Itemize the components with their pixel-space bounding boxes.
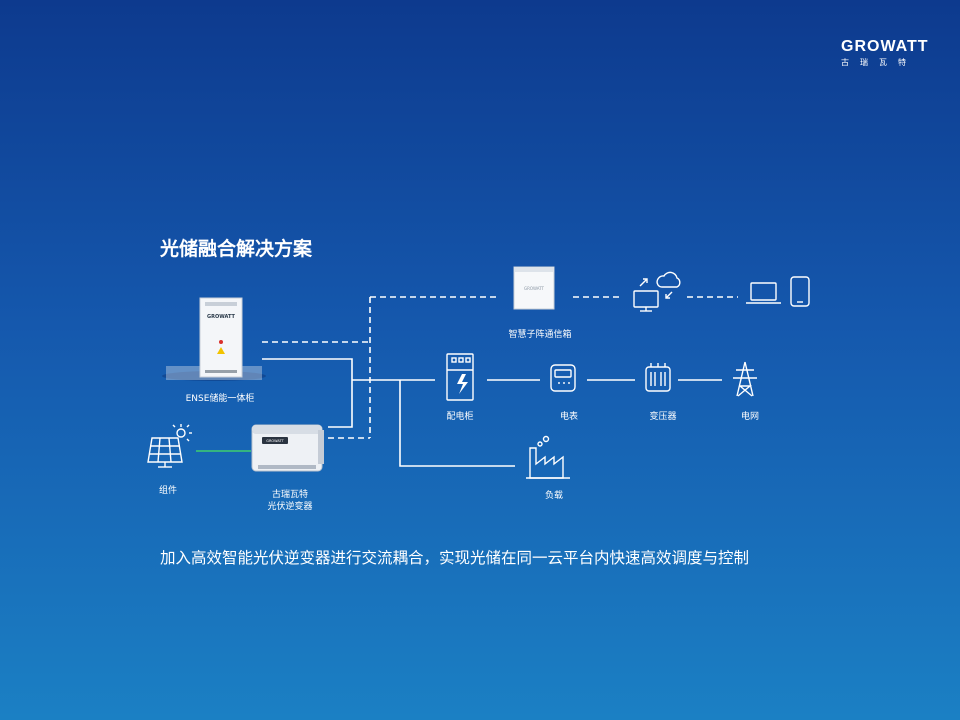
transformer-icon (645, 363, 671, 392)
ense-cabinet-label: ENSE储能一体柜 (185, 394, 255, 404)
laptop-icon (746, 282, 781, 304)
distribution-cabinet-icon (446, 353, 474, 401)
power-tower-icon (733, 361, 757, 397)
svg-text:GROWATT: GROWATT (207, 314, 236, 320)
pv-inverter-image: GROWATT (251, 424, 324, 472)
meter-label: 电表 (559, 412, 578, 422)
grid-label: 电网 (740, 412, 759, 422)
meter-icon (550, 364, 576, 392)
factory-load-icon (526, 435, 570, 479)
growatt-logo: GROWATT 古瑞瓦特 (841, 38, 941, 68)
cloud-monitor-icon (633, 271, 681, 312)
load-label: 负载 (544, 491, 563, 501)
logo-subtitle: 古瑞瓦特 (841, 58, 917, 67)
inverter-label-line2: 光伏逆变器 (267, 502, 313, 512)
comm-box-image: GROWATT (513, 266, 555, 310)
inverter-label-line1: 古瑞瓦特 (271, 490, 308, 500)
distribution-cabinet-label: 配电柜 (446, 412, 474, 422)
svg-text:GROWATT: GROWATT (524, 286, 545, 291)
phone-icon (790, 276, 810, 307)
logo-text: GROWATT (841, 38, 929, 55)
page-title: 光储融合解决方案 (160, 238, 313, 260)
svg-text:GROWATT: GROWATT (266, 439, 284, 443)
connection-lines (262, 296, 738, 467)
ense-cabinet-image: GROWATT (162, 297, 266, 381)
transformer-label: 变压器 (649, 412, 677, 422)
page-subtitle: 加入高效智能光伏逆变器进行交流耦合，实现光储在同一云平台内快速高效调度与控制 (160, 549, 750, 567)
solar-panel-icon (147, 424, 192, 468)
module-label: 组件 (158, 486, 177, 496)
comm-box-label: 智慧子阵通信箱 (508, 330, 572, 340)
